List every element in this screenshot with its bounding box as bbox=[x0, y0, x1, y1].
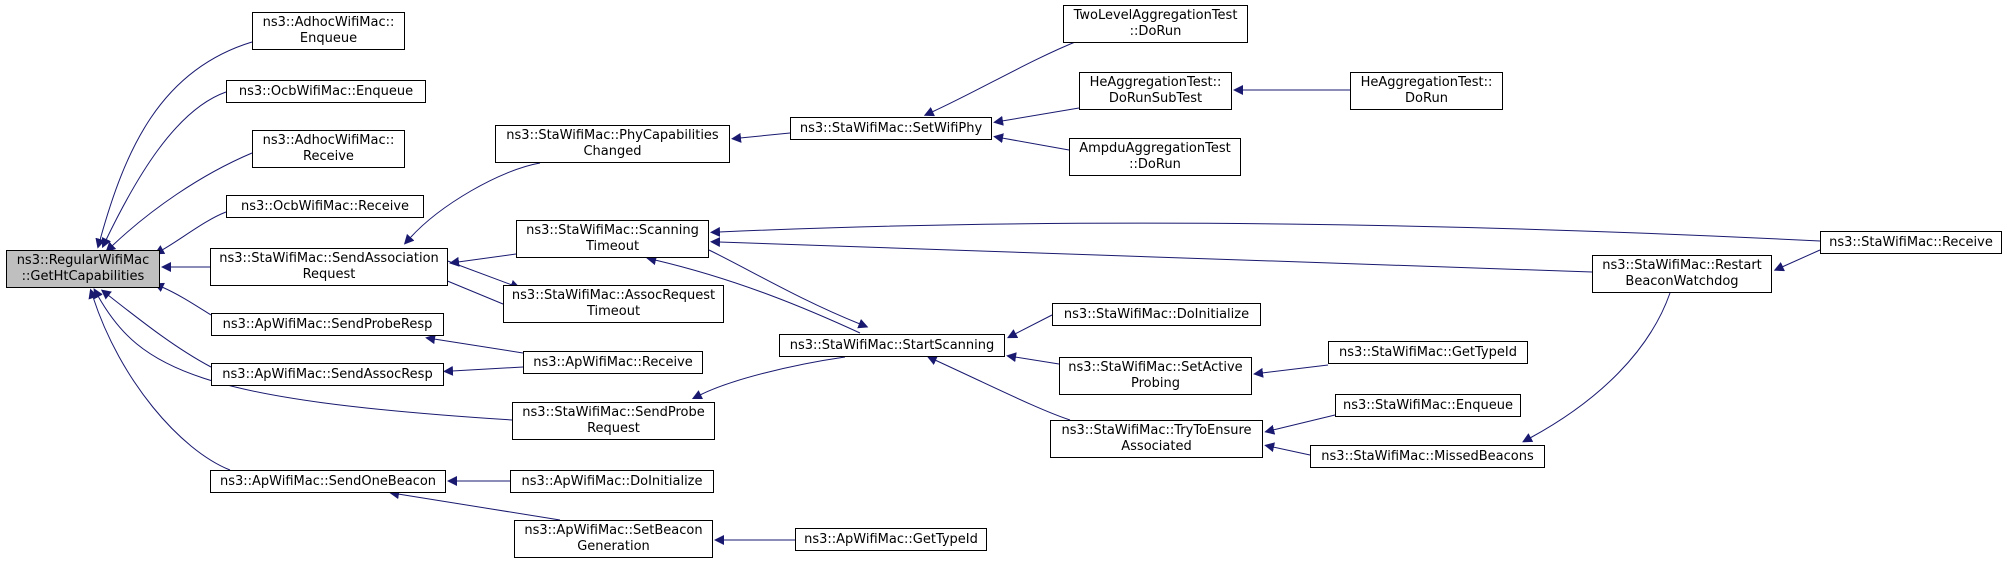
node-stawifimac-restartbeaconwatchdog[interactable]: ns3::StaWifiMac::Restart BeaconWatchdog bbox=[1592, 255, 1772, 293]
node-apwifimac-setbeacongeneration[interactable]: ns3::ApWifiMac::SetBeacon Generation bbox=[514, 520, 713, 558]
edge-hesub-setphy bbox=[993, 107, 1080, 126]
node-stawifimac-receive[interactable]: ns3::StaWifiMac::Receive bbox=[1820, 231, 2002, 254]
edge-adhoc-enqueue bbox=[95, 41, 253, 249]
node-stawifimac-scanningtimeout[interactable]: ns3::StaWifiMac::Scanning Timeout bbox=[516, 220, 709, 258]
edge-sta-sendprobe bbox=[93, 288, 513, 421]
node-twolevelaggregationtest-dorun[interactable]: TwoLevelAggregationTest ::DoRun bbox=[1063, 5, 1248, 43]
edge-ocb-receive bbox=[154, 211, 227, 255]
node-stawifimac-missedbeacons[interactable]: ns3::StaWifiMac::MissedBeacons bbox=[1310, 445, 1545, 468]
edge-receive-scantimeout bbox=[710, 222, 1821, 242]
node-stawifimac-sendproberequest[interactable]: ns3::StaWifiMac::SendProbe Request bbox=[512, 402, 715, 440]
node-apwifimac-sendonebeacon[interactable]: ns3::ApWifiMac::SendOneBeacon bbox=[210, 470, 446, 493]
edge-phycap-sendassoc bbox=[403, 162, 541, 245]
edge-twolevel-setphy bbox=[923, 39, 1081, 117]
edge-sendassoc-assoctimeout bbox=[444, 259, 521, 290]
node-stawifimac-trytoensureassociated[interactable]: ns3::StaWifiMac::TryToEnsure Associated bbox=[1050, 420, 1263, 458]
node-stawifimac-startscanning[interactable]: ns3::StaWifiMac::StartScanning bbox=[779, 334, 1005, 357]
edge-missed-tryensure bbox=[1264, 442, 1311, 456]
node-stawifimac-doinitialize[interactable]: ns3::StaWifiMac::DoInitialize bbox=[1052, 303, 1261, 326]
node-stawifimac-gettypeid[interactable]: ns3::StaWifiMac::GetTypeId bbox=[1328, 341, 1528, 364]
edge-ap-sendbeacon bbox=[88, 288, 231, 471]
node-stawifimac-phycapabilitieschanged[interactable]: ns3::StaWifiMac::PhyCapabilities Changed bbox=[495, 125, 730, 163]
node-stawifimac-setwifiphy[interactable]: ns3::StaWifiMac::SetWifiPhy bbox=[790, 117, 992, 140]
edge-ap-setbeacon bbox=[389, 489, 561, 521]
edge-ap-sendprobe bbox=[153, 282, 212, 316]
node-stawifimac-sendassociationrequest[interactable]: ns3::StaWifiMac::SendAssociation Request bbox=[210, 248, 448, 286]
edge-enqueue-tryensure bbox=[1264, 414, 1336, 435]
edge-ap-sendassoc-receive bbox=[443, 365, 524, 376]
node-adhocwifimac-receive[interactable]: ns3::AdhocWifiMac:: Receive bbox=[252, 130, 405, 168]
edge-setphy-phycap bbox=[731, 132, 791, 143]
edge-restart-scantimeout bbox=[710, 237, 1593, 273]
node-heaggregationtest-dorun[interactable]: HeAggregationTest:: DoRun bbox=[1350, 72, 1503, 110]
edge-scantimeout-sendassoc bbox=[449, 253, 517, 267]
edge-ocb-enqueue bbox=[101, 91, 227, 249]
node-adhocwifimac-enqueue[interactable]: ns3::AdhocWifiMac:: Enqueue bbox=[252, 12, 405, 50]
edge-gettypeid-setactive bbox=[1253, 364, 1329, 378]
edge-scantimeout-startscan bbox=[646, 255, 861, 334]
node-ocbwifimac-enqueue[interactable]: ns3::OcbWifiMac::Enqueue bbox=[226, 80, 426, 103]
edge-ap-receive bbox=[425, 334, 524, 354]
edge-adhoc-receive bbox=[105, 152, 253, 253]
edge-receive-restart bbox=[1773, 249, 1821, 272]
edge-tryensure-startscan bbox=[926, 355, 1071, 421]
node-ampduaggregationtest-dorun[interactable]: AmpduAggregationTest ::DoRun bbox=[1069, 138, 1241, 176]
node-apwifimac-doinitialize[interactable]: ns3::ApWifiMac::DoInitialize bbox=[510, 470, 714, 493]
edge-assoctimeout-sendassoc bbox=[436, 275, 504, 305]
node-heaggregationtest-dorunsubtest[interactable]: HeAggregationTest:: DoRunSubTest bbox=[1079, 72, 1232, 110]
edge-startscan-sendprobe bbox=[691, 356, 846, 400]
node-apwifimac-sendproberesp[interactable]: ns3::ApWifiMac::SendProbeResp bbox=[211, 313, 444, 336]
node-apwifimac-receive[interactable]: ns3::ApWifiMac::Receive bbox=[523, 351, 703, 374]
node-stawifimac-assocrequesttimeout[interactable]: ns3::StaWifiMac::AssocRequest Timeout bbox=[503, 285, 724, 323]
edge-ap-sendassoc bbox=[100, 289, 212, 368]
node-regularwifimac-gethtcapabilities[interactable]: ns3::RegularWifiMac ::GetHtCapabilities bbox=[6, 250, 160, 288]
edge-missed-restart bbox=[1522, 292, 1671, 443]
edge-startscan-scantimeout bbox=[708, 249, 869, 329]
node-apwifimac-gettypeid[interactable]: ns3::ApWifiMac::GetTypeId bbox=[795, 528, 987, 551]
node-stawifimac-enqueue[interactable]: ns3::StaWifiMac::Enqueue bbox=[1335, 394, 1521, 417]
edge-ampdu-setphy bbox=[993, 133, 1070, 151]
node-apwifimac-sendassocresp[interactable]: ns3::ApWifiMac::SendAssocResp bbox=[211, 363, 444, 386]
node-ocbwifimac-receive[interactable]: ns3::OcbWifiMac::Receive bbox=[226, 195, 424, 218]
edge-doinit-startscan bbox=[1006, 314, 1053, 339]
edge-setactive-startscan bbox=[1006, 352, 1060, 365]
node-stawifimac-setactiveprobing[interactable]: ns3::StaWifiMac::SetActive Probing bbox=[1059, 357, 1252, 395]
